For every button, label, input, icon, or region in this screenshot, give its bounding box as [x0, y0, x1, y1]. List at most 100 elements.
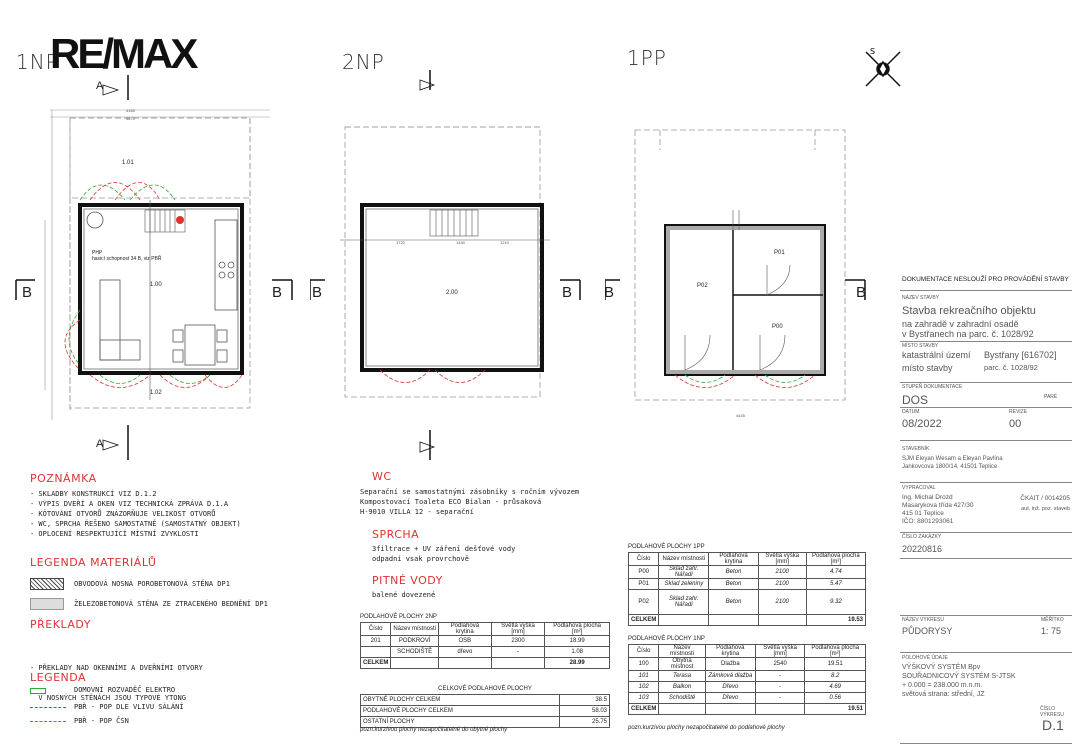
table-2np: Číslo Název místnosti Podlahová krytina …: [359, 622, 610, 669]
cell: Zámková dlažba: [704, 670, 756, 682]
label-meritko: MĚŘÍTKO: [1041, 617, 1064, 623]
dim-1pp-1: 4445: [736, 413, 745, 418]
stavebnik-line-2: Jankovcova 1800/14, 41501 Teplice: [902, 464, 998, 470]
php-label: PHP: [92, 250, 103, 256]
vypracoval-line: 415 01 Teplice: [902, 510, 944, 517]
table-row: OSTATNÍ PLOCHY 25.75: [359, 716, 610, 728]
dim-2np-3: 1210: [500, 240, 509, 245]
table-total: OBYTNÉ PLOCHY CELKEM 38.5 PODLAHOVÉ PLOC…: [359, 694, 610, 728]
meritko-value: 1: 75: [1041, 626, 1062, 636]
cell: [359, 646, 392, 658]
cell: [708, 614, 759, 626]
divider: [900, 743, 1072, 744]
section-mark-b-right-3: B: [856, 284, 867, 301]
stavebnik-line-1: SJM Eleyan Wesam a Eleyan Pavlína: [902, 456, 1003, 462]
cell: CELKEM: [627, 703, 660, 715]
cell: OSB: [438, 635, 492, 647]
cell: PODLAHOVÉ PLOCHY CELKEM: [359, 705, 561, 717]
cell: [704, 703, 756, 715]
divider: [900, 652, 1072, 653]
cell: 4.69: [804, 681, 866, 693]
th: Podlahová krytina: [438, 622, 492, 636]
preklady-item: - PŘEKLADY NAD OKENNÍMI A DVEŘNÍMI OTVOR…: [30, 664, 203, 672]
divider: [900, 440, 1072, 441]
cell: Sklad zahr. Nářadí: [658, 589, 710, 615]
sprcha-line: odpadní vsak provrchově: [372, 555, 469, 563]
legenda-title: LEGENDA: [30, 671, 87, 684]
fire-note: hasicí schopnost 34 B, viz PBŘ: [92, 256, 162, 262]
sprcha-text: 3filtrace + UV záření dešťové vody odpad…: [372, 544, 515, 564]
misto-label-1: katastrální území: [902, 350, 971, 360]
cell: Beton: [708, 589, 759, 615]
vypracoval-line: Masarykova třída 427/30: [902, 502, 974, 509]
cell: -: [490, 646, 546, 658]
misto-value-2: parc. č. 1028/92: [984, 363, 1038, 372]
poznamka-item: - OPLOCENÍ RESPEKTUJÍCÍ MÍSTNÍ ZVYKLOSTI: [30, 530, 199, 538]
green-line-swatch: [30, 721, 66, 722]
label-polohopis: POLOHOVÉ ÚDAJE: [902, 655, 948, 661]
cell: OSTATNÍ PLOCHY: [359, 716, 561, 728]
poznamka-item: - VÝPIS DVEŘÍ A OKEN VIZ TECHNICKÁ ZPRÁV…: [30, 500, 229, 508]
divider: [900, 482, 1072, 483]
divider: [900, 382, 1072, 383]
th: Název místnosti: [390, 622, 440, 636]
label-zakazka: ČÍSLO ZAKÁZKY: [902, 534, 942, 540]
cell: 25.75: [559, 716, 610, 728]
cell: 5.47: [805, 578, 867, 590]
wc-line: Kompostovací Toaleta ECO Bialan - průsak…: [360, 498, 542, 506]
cell: 2540: [754, 657, 806, 671]
th: Podlahová krytina: [708, 552, 759, 566]
ckait-line: aut. inž. poz. staveb: [1021, 506, 1070, 512]
cell: Beton: [708, 565, 759, 579]
cell: Dlažba: [704, 657, 756, 671]
room-1-00: 1.00: [150, 282, 162, 288]
dim-2np-2: 1440: [456, 240, 465, 245]
ckait-line: ČKAIT / 0014205: [1020, 495, 1070, 502]
stupen-value: DOS: [902, 393, 929, 407]
label-nazev: NÁZEV STAVBY: [902, 295, 940, 301]
pitne-title: PITNÉ VODY: [372, 574, 443, 587]
th: Podlahová plocha [m²]: [544, 622, 610, 636]
cell: Dřevo: [704, 692, 756, 704]
section-mark-b-left-2: B: [312, 284, 323, 301]
table-total-row: CELKEM 19.51: [627, 703, 866, 715]
table-header-row: Číslo Název místnosti Podlahová krytina …: [359, 622, 610, 636]
cell: dřevo: [438, 646, 492, 658]
cell: 102: [627, 681, 660, 693]
preklady-item: V NOSNÝCH STĚNÁCH JSOU TYPOVÉ YTONG: [30, 694, 186, 702]
ckait-block: ČKAIT / 0014205 aut. inž. poz. staveb: [1012, 494, 1070, 514]
cell: 28.99: [544, 657, 610, 669]
preklady-list: - PŘEKLADY NAD OKENNÍMI A DVEŘNÍMI OTVOR…: [30, 643, 203, 713]
cell: [438, 657, 492, 669]
label-misto: MÍSTO STAVBY: [902, 343, 939, 349]
polohopis-line: světová strana: střední, JZ: [902, 691, 985, 698]
th: Název místnosti: [658, 644, 706, 658]
table-total-row: CELKEM 28.99: [359, 657, 610, 669]
cell: 101: [627, 670, 660, 682]
th: Světlá výška [mm]: [754, 644, 806, 658]
wc-title: WC: [372, 470, 392, 483]
cell: 19.51: [804, 703, 866, 715]
th: Číslo: [627, 644, 660, 658]
table-row: P02 Sklad zahr. Nářadí Beton 2100 9.32: [627, 589, 867, 615]
room-p00: P00: [772, 324, 783, 330]
cell: 2100: [757, 565, 807, 579]
cell: P02: [627, 589, 660, 615]
divider: [900, 407, 1072, 408]
legenda-item-3: PBŘ - POP ČSN: [74, 717, 129, 725]
cell: Dřevo: [704, 681, 756, 693]
misto-label-2: místo stavby: [902, 363, 953, 373]
table-row: 102 Balkon Dřevo - 4.69: [627, 681, 866, 693]
cell: -: [754, 681, 806, 693]
zakazka-value: 20220816: [902, 544, 943, 554]
poznamka-list: - SKLADBY KONSTRUKCÍ VIZ D.1.2 - VÝPIS D…: [30, 489, 241, 539]
cell: 2100: [757, 578, 807, 590]
cell: 4.74: [805, 565, 867, 579]
cell: PODKROVÍ: [390, 635, 440, 647]
cell: Sklad zeleniny: [658, 578, 710, 590]
cell: Terasa: [658, 670, 706, 682]
polohopis-line: VÝŠKOVÝ SYSTÉM Bpv: [902, 664, 981, 671]
cell: 2100: [757, 589, 807, 615]
vykres-value: PŮDORYSY: [902, 626, 953, 636]
cell: Obytná místnost: [658, 657, 706, 671]
